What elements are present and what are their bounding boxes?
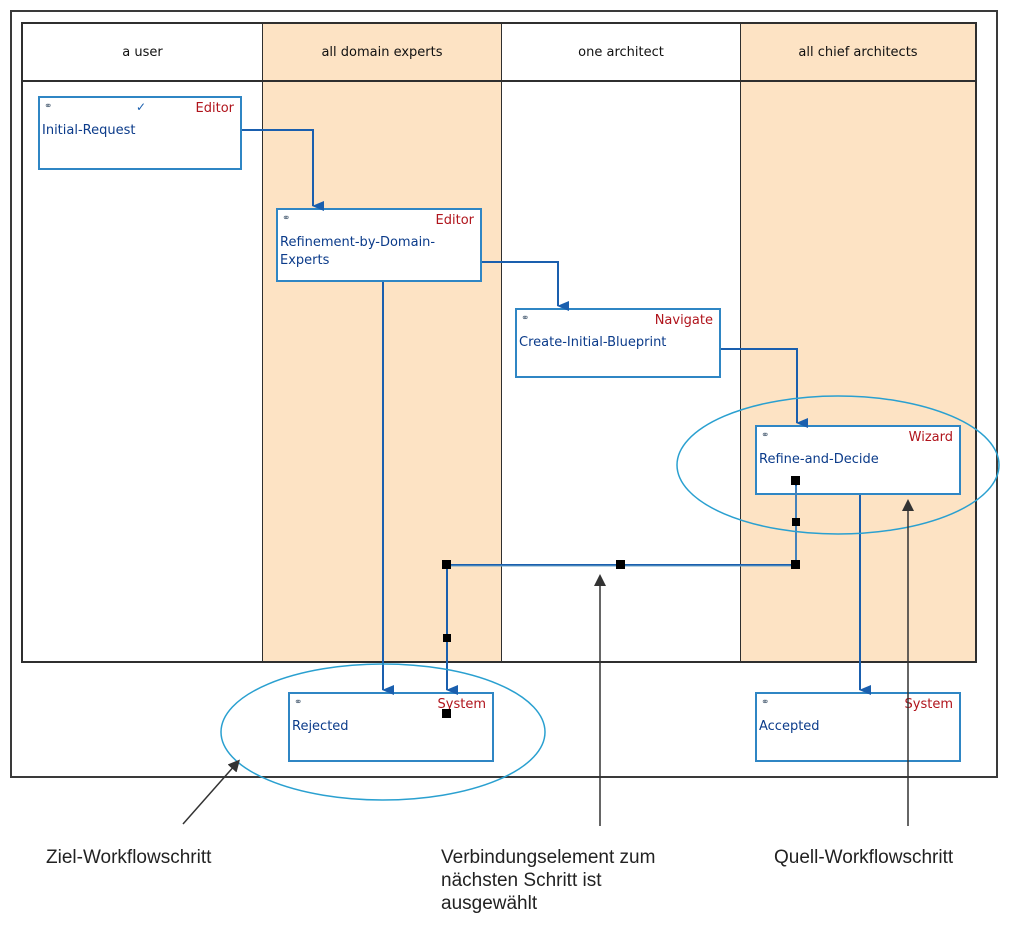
- step-type: Navigate: [654, 313, 713, 328]
- lane-header: all chief architects: [741, 24, 975, 82]
- workflow-step-icon: ⚭: [282, 213, 291, 224]
- step-name: Refine-and-Decide: [759, 452, 879, 467]
- step-refinement-by-domain-experts[interactable]: ⚭ Editor Refinement-by-Domain-Experts: [276, 208, 482, 282]
- annotation-target-label: Ziel-Workflowschritt: [46, 847, 212, 868]
- step-rejected[interactable]: ⚭ System Rejected: [288, 692, 494, 762]
- lane-a-user: a user: [23, 24, 262, 661]
- step-create-initial-blueprint[interactable]: ⚭ Navigate Create-Initial-Blueprint: [515, 308, 721, 378]
- step-type: Editor: [435, 213, 474, 228]
- workflow-step-icon: ⚭: [761, 430, 770, 441]
- lane-header: one architect: [502, 24, 740, 82]
- lane-title: all chief architects: [798, 44, 918, 60]
- lane-one-architect: one architect: [501, 24, 740, 661]
- swimlane-container: a user all domain experts one architect …: [21, 22, 977, 663]
- step-type: Editor: [195, 101, 234, 116]
- step-accepted[interactable]: ⚭ System Accepted: [755, 692, 961, 762]
- step-name: Initial-Request: [42, 123, 136, 138]
- lane-header: all domain experts: [263, 24, 501, 82]
- lane-all-chief-architects: all chief architects: [740, 24, 975, 661]
- lane-title: a user: [122, 44, 163, 60]
- step-name: Refinement-by-Domain-Experts: [280, 235, 436, 268]
- workflow-step-icon: ⚭: [44, 101, 53, 112]
- workflow-step-icon: ⚭: [521, 313, 530, 324]
- step-name: Rejected: [292, 719, 349, 734]
- lane-all-domain-experts: all domain experts: [262, 24, 501, 661]
- step-refine-and-decide[interactable]: ⚭ Wizard Refine-and-Decide: [755, 425, 961, 495]
- annotation-source-label: Quell-Workflowschritt: [774, 847, 954, 868]
- annotation-connector-label: Verbindungselement zum nächsten Schritt …: [441, 847, 656, 914]
- workflow-step-icon: ⚭: [294, 697, 303, 708]
- step-name: Create-Initial-Blueprint: [519, 335, 667, 350]
- lane-title: one architect: [578, 44, 664, 60]
- checkmark-icon: ✓: [136, 100, 147, 114]
- step-initial-request[interactable]: ⚭ ✓ Editor Initial-Request: [38, 96, 242, 170]
- workflow-step-icon: ⚭: [761, 697, 770, 708]
- step-type: Wizard: [908, 430, 953, 445]
- lane-title: all domain experts: [321, 44, 443, 60]
- lane-header: a user: [23, 24, 262, 82]
- step-type: System: [904, 697, 953, 712]
- step-name: Accepted: [759, 719, 820, 734]
- step-type: System: [437, 697, 486, 712]
